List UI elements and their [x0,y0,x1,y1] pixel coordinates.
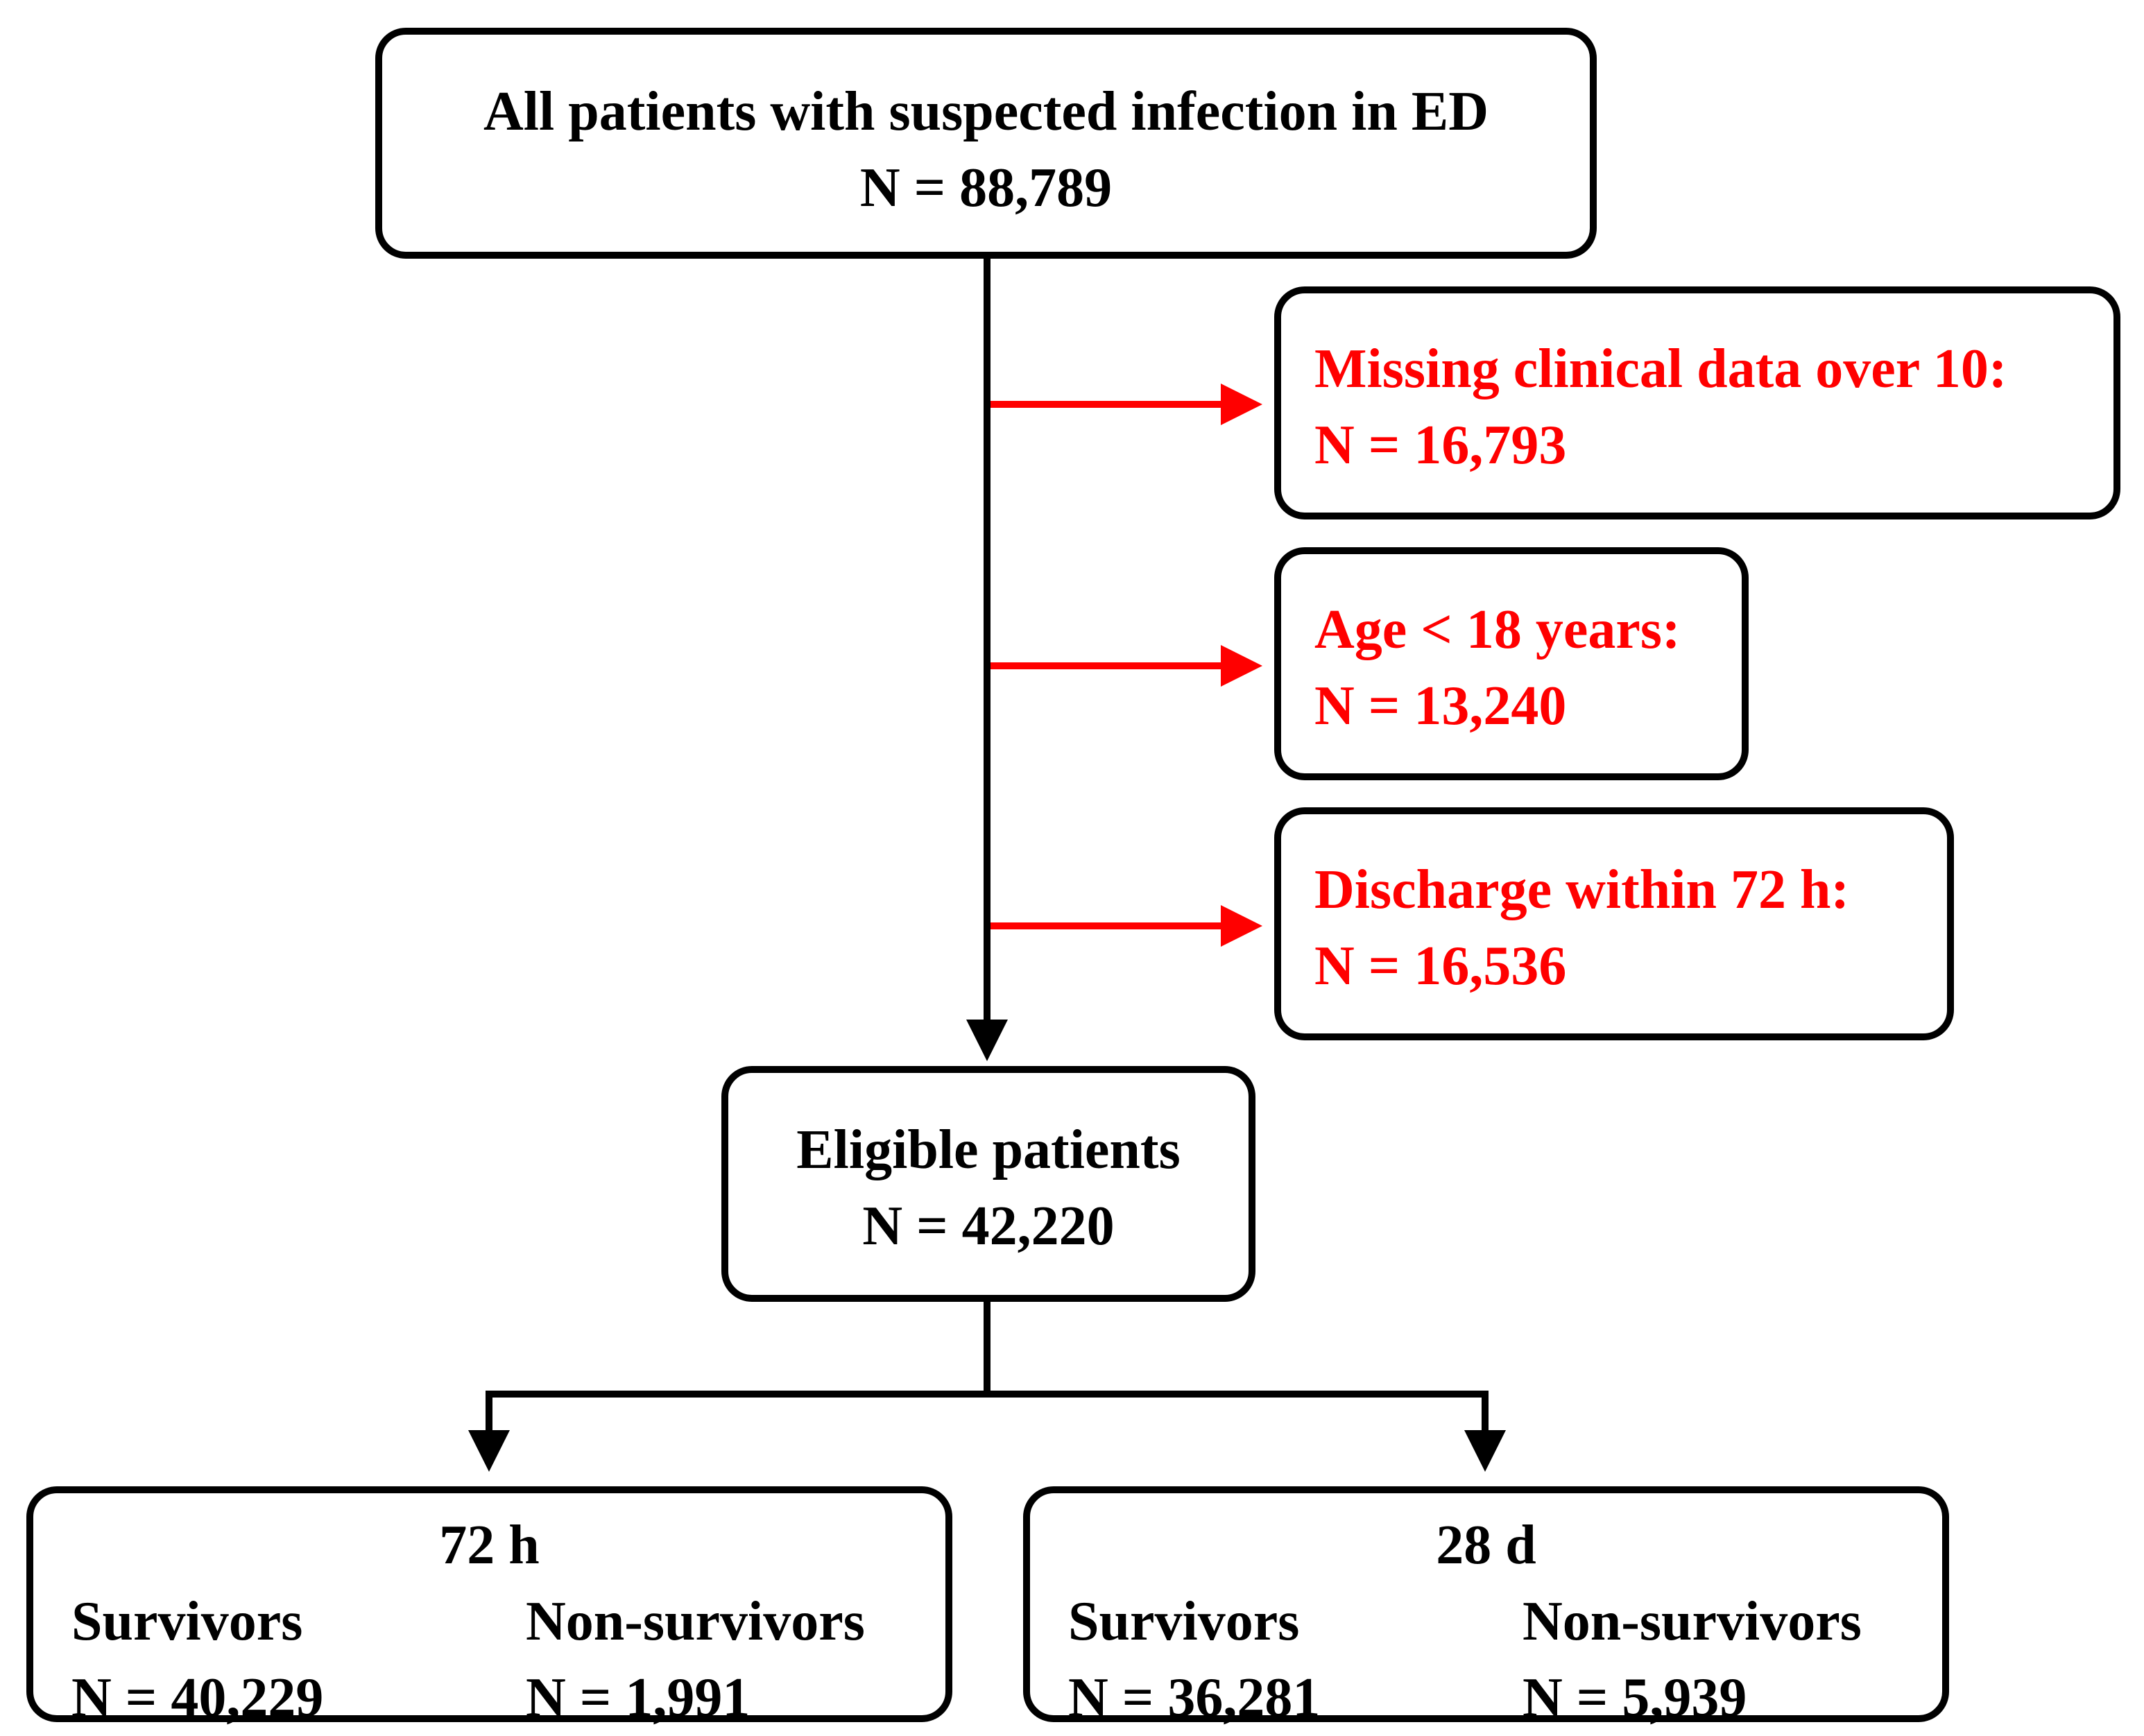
root-count: N = 88,789 [859,157,1113,218]
survivors-count: N = 40,229 [71,1667,324,1728]
survivors-count: N = 36,281 [1068,1667,1321,1728]
outcome-box-72h: 72 h Survivors N = 40,229 Non-survivors … [26,1486,952,1728]
survivors-label: Survivors [71,1591,303,1652]
non-survivors-count: N = 1,991 [526,1667,751,1728]
exclusion-box-missing-data: Missing clinical data over 10: N = 16,79… [1274,286,2120,519]
non-survivors-label: Non-survivors [526,1591,865,1652]
eligible-title: Eligible patients [796,1119,1181,1180]
exclusion-count: N = 16,536 [1314,936,1567,997]
eligible-box: Eligible patients N = 42,220 [721,1066,1255,1302]
exclusion-box-discharge: Discharge within 72 h: N = 16,536 [1274,807,1954,1040]
exclusion-count: N = 16,793 [1314,415,1567,476]
outcome-timepoint: 28 d [1436,1515,1536,1576]
root-box: All patients with suspected infection in… [375,28,1597,259]
exclusion-label: Age < 18 years: [1314,599,1681,660]
outcome-box-28d: 28 d Survivors N = 36,281 Non-survivors … [1023,1486,1949,1728]
exclusion-label: Missing clinical data over 10: [1314,338,2007,399]
exclusion-count: N = 13,240 [1314,676,1567,737]
non-survivors-count: N = 5,939 [1523,1667,1747,1728]
outcome-timepoint: 72 h [439,1515,540,1576]
exclusion-box-age: Age < 18 years: N = 13,240 [1274,547,1749,780]
exclusion-label: Discharge within 72 h: [1314,859,1850,920]
eligible-count: N = 42,220 [862,1196,1115,1257]
root-title: All patients with suspected infection in… [483,81,1489,142]
non-survivors-label: Non-survivors [1523,1591,1862,1652]
survivors-label: Survivors [1068,1591,1300,1652]
